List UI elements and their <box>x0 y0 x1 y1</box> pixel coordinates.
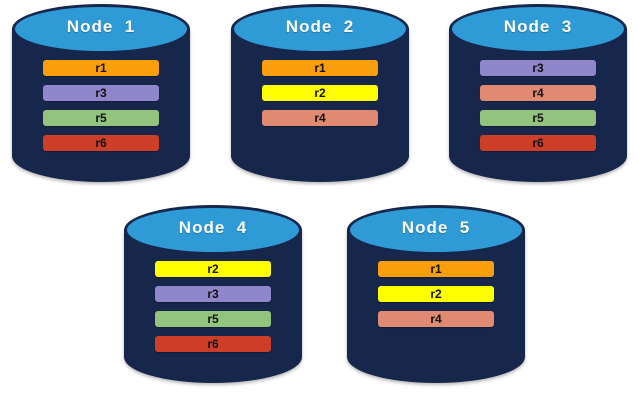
replica-bar[interactable]: r6 <box>480 135 596 151</box>
replica-bar[interactable]: r1 <box>262 60 378 76</box>
replica-bar[interactable]: r1 <box>43 60 159 76</box>
database-node-4[interactable]: Node 4 r2 r3 r5 r6 <box>124 205 302 383</box>
node-label: Node 2 <box>285 17 355 36</box>
cylinder-body <box>12 28 190 182</box>
cylinder-body <box>124 229 302 383</box>
replica-list: r3 r4 r5 r6 <box>480 60 596 160</box>
replica-list: r1 r3 r5 r6 <box>43 60 159 160</box>
replica-list: r2 r3 r5 r6 <box>155 261 271 361</box>
replica-bar[interactable]: r4 <box>262 110 378 126</box>
cylinder-top-ellipse <box>234 7 406 51</box>
database-node-1[interactable]: Node 1 r1 r3 r5 r6 <box>12 4 190 182</box>
cylinder-top-ellipse <box>15 7 187 51</box>
cylinder-top-ellipse <box>350 208 522 252</box>
replica-bar[interactable]: r5 <box>480 110 596 126</box>
cylinder-body <box>347 229 525 383</box>
replica-bar[interactable]: r2 <box>262 85 378 101</box>
database-node-5[interactable]: Node 5 r1 r2 r4 <box>347 205 525 383</box>
replica-bar[interactable]: r1 <box>378 261 494 277</box>
cylinder-top-ellipse <box>452 7 624 51</box>
node-label: Node 5 <box>401 218 471 237</box>
database-node-3[interactable]: Node 3 r3 r4 r5 r6 <box>449 4 627 182</box>
node-label: Node 3 <box>503 17 573 36</box>
replica-bar[interactable]: r5 <box>43 110 159 126</box>
database-node-2[interactable]: Node 2 r1 r2 r4 <box>231 4 409 182</box>
replica-bar[interactable]: r6 <box>43 135 159 151</box>
node-label: Node 1 <box>66 17 136 36</box>
cylinder-body <box>231 28 409 182</box>
replica-bar[interactable]: r3 <box>155 286 271 302</box>
replica-bar[interactable]: r6 <box>155 336 271 352</box>
replica-bar[interactable]: r3 <box>43 85 159 101</box>
replica-bar[interactable]: r5 <box>155 311 271 327</box>
replica-bar[interactable]: r2 <box>155 261 271 277</box>
replica-list: r1 r2 r4 <box>262 60 378 135</box>
replica-bar[interactable]: r3 <box>480 60 596 76</box>
replica-bar[interactable]: r2 <box>378 286 494 302</box>
cylinder-top-ellipse <box>127 208 299 252</box>
node-label: Node 4 <box>178 218 248 237</box>
cylinder-body <box>449 28 627 182</box>
replica-list: r1 r2 r4 <box>378 261 494 336</box>
replica-bar[interactable]: r4 <box>480 85 596 101</box>
replica-bar[interactable]: r4 <box>378 311 494 327</box>
